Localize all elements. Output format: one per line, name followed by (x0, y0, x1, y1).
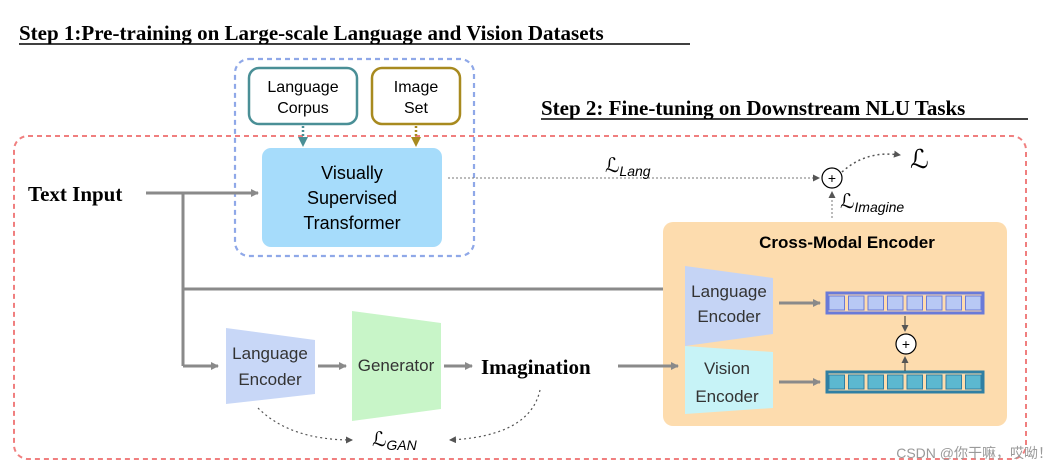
vision-token (867, 374, 884, 390)
cross-modal-encoder-title: Cross-Modal Encoder (759, 233, 935, 252)
generator-shape (352, 311, 441, 421)
step2-region (13, 135, 1027, 460)
vision-token (828, 374, 845, 390)
language-token (828, 295, 845, 311)
step1-title: Step 1:Pre-training on Large-scale Langu… (19, 21, 604, 45)
bottom-language-encoder-line1: Language (232, 344, 308, 363)
cm-vision-encoder-line2: Encoder (695, 387, 759, 406)
cm-language-encoder-line1: Language (691, 282, 767, 301)
bottom-sum-plus: + (902, 336, 910, 352)
language-token (945, 295, 962, 311)
loss-lang-label: ℒLang (605, 155, 651, 179)
top-sum-circle (821, 167, 843, 189)
language-corpus-label-line1: Language (267, 79, 338, 96)
vst-label-line2: Supervised (307, 188, 397, 208)
language-token (887, 295, 904, 311)
image-set-box (370, 66, 462, 126)
image-set-label-line1: Image (394, 79, 439, 96)
language-corpus-box (247, 66, 359, 126)
imagination-label: Imagination (481, 355, 591, 379)
vst-label-line1: Visually (321, 163, 383, 183)
vision-token (945, 374, 962, 390)
language-token (965, 295, 982, 311)
loss-imagine-label: ℒImagine (840, 191, 904, 215)
bottom-language-encoder-shape (226, 328, 315, 404)
vision-token (887, 374, 904, 390)
loss-gan-label: ℒGAN (372, 429, 418, 453)
language-token (906, 295, 923, 311)
vision-frame (825, 370, 985, 394)
vision-token (926, 374, 943, 390)
language-token (848, 295, 865, 311)
cm-language-encoder-shape (685, 266, 773, 346)
bottom-sum-circle (895, 333, 917, 355)
cm-language-encoder-line2: Encoder (697, 307, 761, 326)
language-token (926, 295, 943, 311)
text-input-label: Text Input (28, 182, 122, 206)
lang-enc-to-gan-loss-arrow (257, 407, 353, 444)
total-loss-label: ℒ (910, 145, 929, 174)
vision-token-row (825, 370, 985, 394)
sum-to-total-loss-arrow (841, 150, 901, 173)
vst-label-line3: Transformer (303, 213, 400, 233)
step1-region (233, 57, 476, 258)
vision-token (848, 374, 865, 390)
vision-token (906, 374, 923, 390)
step2-title: Step 2: Fine-tuning on Downstream NLU Ta… (541, 96, 965, 120)
generator-label: Generator (358, 356, 435, 375)
image-set-label-line2: Set (404, 100, 429, 117)
vision-token (965, 374, 982, 390)
watermark-text: CSDN @你干嘛，哎呦！ (896, 445, 1052, 461)
language-frame (825, 291, 985, 315)
top-sum-plus: + (828, 170, 836, 186)
cm-vision-encoder-shape (685, 346, 773, 414)
bottom-language-encoder-line2: Encoder (238, 370, 302, 389)
cm-vision-encoder-line1: Vision (704, 359, 750, 378)
language-corpus-label-line2: Corpus (277, 100, 329, 117)
imagination-to-gan-loss-arrow (449, 389, 541, 444)
language-token-row (825, 291, 985, 315)
language-token (867, 295, 884, 311)
vst-box (262, 148, 442, 247)
